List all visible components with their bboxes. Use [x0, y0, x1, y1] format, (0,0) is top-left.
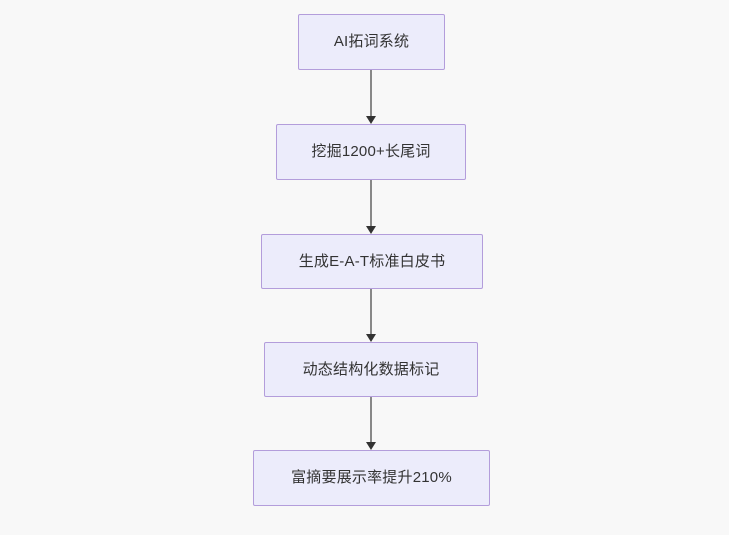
flow-node-generate-eat-whitepaper[interactable]: 生成E-A-T标准白皮书	[261, 234, 483, 289]
edge-line	[370, 289, 372, 334]
flow-node-mine-longtail-keywords[interactable]: 挖掘1200+长尾词	[276, 124, 466, 180]
flow-node-label: 生成E-A-T标准白皮书	[298, 252, 446, 270]
flow-edge-node4-to-node5	[361, 397, 381, 450]
arrow-down-icon	[366, 334, 376, 342]
flow-node-ai-keyword-system[interactable]: AI拓词系统	[298, 14, 445, 70]
arrow-down-icon	[366, 442, 376, 450]
flow-node-label: AI拓词系统	[333, 33, 410, 50]
flow-node-label: 动态结构化数据标记	[302, 360, 440, 378]
flow-edge-node3-to-node4	[361, 289, 381, 342]
edge-line	[370, 180, 372, 226]
edge-line	[370, 397, 372, 442]
flow-edge-node1-to-node2	[361, 70, 381, 124]
arrow-down-icon	[366, 226, 376, 234]
flow-node-label: 挖掘1200+长尾词	[311, 143, 431, 160]
flow-edge-node2-to-node3	[361, 180, 381, 234]
flow-node-dynamic-structured-data-markup[interactable]: 动态结构化数据标记	[264, 342, 478, 397]
arrow-down-icon	[366, 116, 376, 124]
flow-node-rich-snippet-rate-increase[interactable]: 富摘要展示率提升210%	[253, 450, 490, 506]
flow-node-label: 富摘要展示率提升210%	[291, 469, 452, 486]
edge-line	[370, 70, 372, 116]
